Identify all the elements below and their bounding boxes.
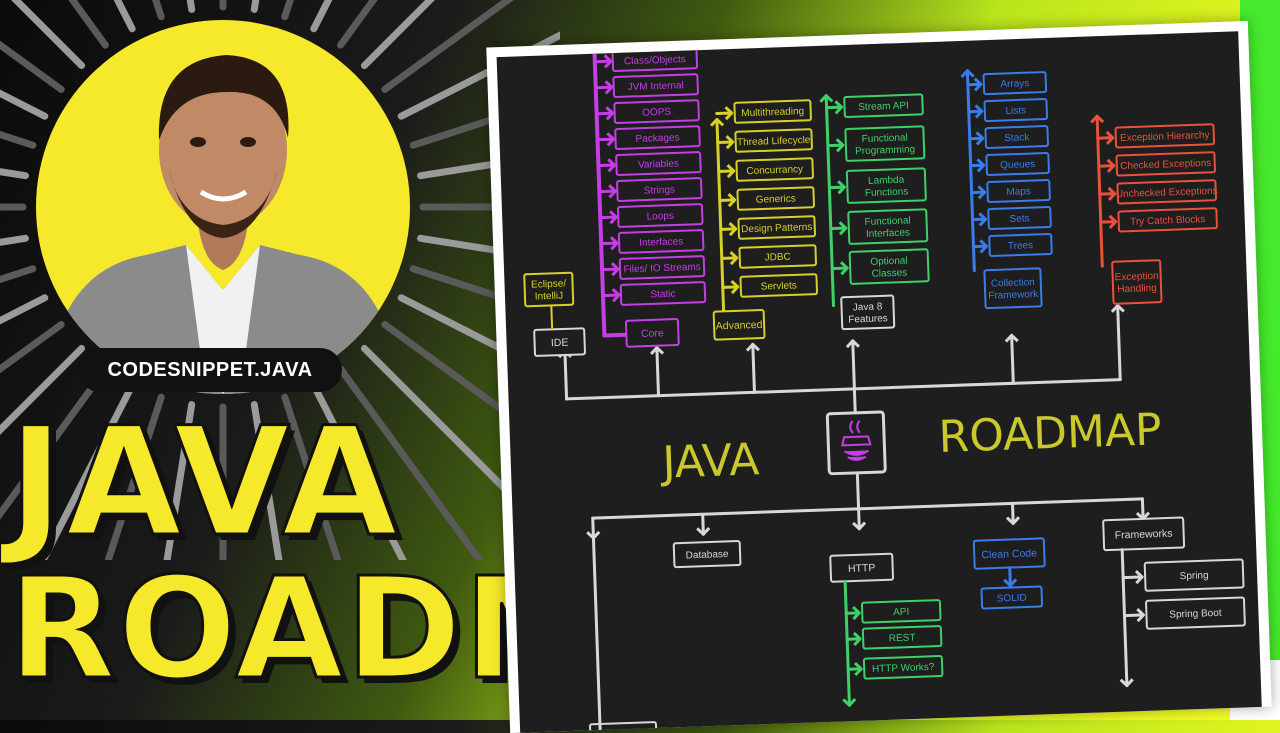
advanced-item-label: Concurrancy xyxy=(746,164,803,177)
java8-node-label: Java 8 xyxy=(853,301,883,313)
connector-line xyxy=(753,344,755,392)
java8-item-label: Programming xyxy=(855,144,915,157)
http-node-label: HTTP xyxy=(848,562,876,575)
exceptions-node-label: Handling xyxy=(1117,283,1157,295)
connector-line xyxy=(1012,503,1013,523)
connector-line xyxy=(1122,550,1127,686)
debugging-node-label: Debugging xyxy=(599,728,648,733)
java8-item-label: Functional xyxy=(864,215,910,228)
collections-item-label: Stack xyxy=(1004,132,1030,144)
connector-line xyxy=(1124,615,1140,616)
exceptions-node-label: Exception xyxy=(1115,271,1159,284)
ray-line xyxy=(314,0,459,29)
http-item-label: HTTP Works? xyxy=(872,662,935,675)
advanced-item-label: JDBC xyxy=(765,252,791,264)
connector-line xyxy=(845,581,849,705)
connector-line xyxy=(859,509,860,529)
java8-item-label: Functions xyxy=(865,186,909,199)
ide-sub-label: IntelliJ xyxy=(535,291,564,303)
http-item-label: REST xyxy=(889,632,916,644)
connector-line xyxy=(593,499,1143,518)
presenter-photo-icon xyxy=(36,20,410,394)
collections-item-label: Sets xyxy=(1009,213,1029,225)
diagram-title-right: ROADMAP xyxy=(938,404,1163,463)
connector-line xyxy=(717,119,724,311)
core-item-label: Packages xyxy=(635,132,679,145)
core-item-label: Loops xyxy=(646,211,674,223)
connector-line xyxy=(853,341,855,389)
connector-line xyxy=(567,380,1121,399)
solid-node-label: SOLID xyxy=(997,593,1027,605)
connector-line xyxy=(1142,499,1143,519)
connector-line xyxy=(1118,306,1121,380)
presenter-avatar xyxy=(36,20,410,394)
connector-line xyxy=(565,351,567,399)
java8-item-label: Lambda xyxy=(868,175,905,187)
http-item-label: API xyxy=(893,607,909,619)
advanced-node-label: Advanced xyxy=(716,319,763,333)
connector-line xyxy=(604,335,626,336)
clean-code-node-label: Clean Code xyxy=(981,547,1037,561)
java8-node-label: Features xyxy=(848,313,888,325)
connector-line xyxy=(703,514,704,534)
core-item-label: Class/Objects xyxy=(624,54,686,67)
java8-item-label: Classes xyxy=(871,268,907,280)
connector-line xyxy=(826,96,833,306)
core-item-label: JVM Internal xyxy=(627,80,683,93)
ide-node-label: IDE xyxy=(551,337,569,350)
core-item-label: Static xyxy=(650,289,675,301)
java8-item-label: Functional xyxy=(861,132,907,145)
java-logo-frame xyxy=(827,412,885,474)
collections-item-label: Arrays xyxy=(1000,78,1029,90)
collections-node-label: Collection xyxy=(991,277,1035,290)
java8-item-label: Stream API xyxy=(858,100,909,113)
core-item-label: Strings xyxy=(644,185,675,197)
core-node-label: Core xyxy=(641,327,664,340)
connector-line xyxy=(551,305,552,329)
connector-line xyxy=(1012,335,1014,383)
collections-item-label: Trees xyxy=(1008,240,1034,252)
collections-item-label: Queues xyxy=(1000,159,1035,171)
collections-item-label: Maps xyxy=(1006,186,1031,198)
channel-handle-badge: CODESNIPPET.JAVA xyxy=(78,348,342,392)
connector-line xyxy=(854,389,855,415)
connector-line xyxy=(857,475,858,509)
advanced-item-label: Multithreading xyxy=(741,106,804,119)
roadmap-diagram: IDE Eclipse/IntelliJ Core Class/ObjectsJVM … xyxy=(497,31,1262,732)
connector-line xyxy=(657,348,659,396)
connector-line xyxy=(1010,568,1011,586)
core-item-label: Interfaces xyxy=(639,236,683,249)
ide-sub-label: Eclipse/ xyxy=(531,278,567,290)
advanced-item-label: Servlets xyxy=(761,280,797,292)
frameworks-item-label: Spring xyxy=(1180,570,1209,582)
core-item-label: Variables xyxy=(638,158,679,170)
java8-item-label: Interfaces xyxy=(866,227,910,240)
connector-line xyxy=(967,71,974,271)
ray-line xyxy=(142,0,192,9)
diagram-title-left: JAVA xyxy=(659,434,761,488)
java8-item-label: Optional xyxy=(870,256,908,268)
connector-line xyxy=(593,538,600,730)
ray-line xyxy=(254,0,304,9)
thumbnail-title-line1: JAVA xyxy=(8,408,400,558)
connector-line xyxy=(1123,577,1139,578)
core-item-label: OOPS xyxy=(642,107,672,119)
frameworks-node-label: Frameworks xyxy=(1115,528,1173,542)
frameworks-item-label: Spring Boot xyxy=(1169,608,1222,621)
collections-item-label: Lists xyxy=(1005,105,1026,117)
collections-node-label: Framework xyxy=(988,289,1039,302)
database-node-label: Database xyxy=(686,549,730,562)
advanced-item-label: Generics xyxy=(756,193,796,205)
connector-line xyxy=(593,518,594,538)
